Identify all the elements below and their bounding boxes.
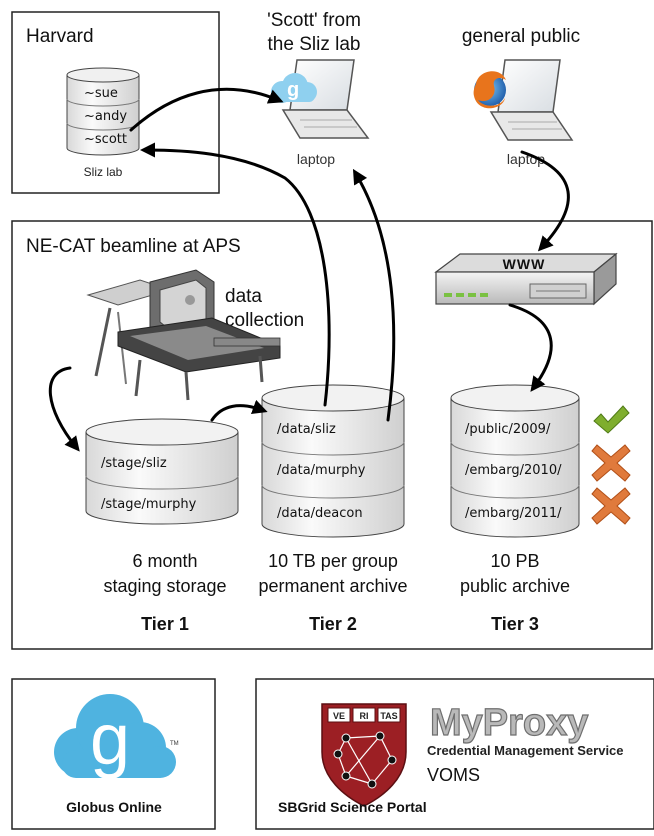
tier3-entry-public-2009: /public/2009/ [465,422,551,437]
arrow-public-laptop-to-www [520,150,570,252]
tier1-label: Tier 1 [141,614,189,634]
tier2-entry-murphy: /data/murphy [277,463,366,478]
sbgrid-portal-label: SBGrid Science Portal [278,799,427,815]
beamline-title: NE-CAT beamline at APS [26,236,241,257]
public-title: general public [462,26,580,47]
www-server [434,252,618,306]
arrow-tier1-to-tier2 [210,399,268,422]
public-laptop-label: laptop [507,151,545,167]
sliz-entry-andy: ~andy [84,109,127,124]
sliz-lab-label: Sliz lab [84,165,123,179]
cross-icon [591,487,631,525]
status-icon-public-2009 [593,405,630,434]
arrow-www-to-tier3 [508,303,553,392]
data-collection-line1: data [225,286,262,307]
sliz-lab-disk: ~sue ~andy ~scott [66,67,140,156]
check-icon [593,405,630,434]
tier1-desc-line2: staging storage [103,576,226,596]
tier3-desc-line1: 10 PB [490,551,539,571]
tier2-desc-line2: permanent archive [258,576,407,596]
shield-word-ri: RI [360,711,369,721]
data-collection-line2: collection [225,310,304,331]
tier2-entry-deacon: /data/deacon [277,506,363,521]
tier1-entry-murphy: /stage/murphy [101,497,197,512]
tier2-desc-line1: 10 TB per group [268,551,398,571]
status-icon-embarg-2011 [591,487,631,525]
small-g-logo: g [287,79,299,101]
shield-word-ve: VE [333,711,345,721]
cross-icon [591,444,631,482]
sliz-entry-scott: ~scott [84,132,127,147]
arrow-instrument-to-tier1 [48,366,80,452]
tier3-entry-embarg-2010: /embarg/2010/ [465,463,562,478]
globus-logo: g TM [54,694,179,780]
harvard-shield: VE RI TAS [321,703,407,807]
voms-label: VOMS [427,765,480,785]
tier1-desc-line1: 6 month [132,551,197,571]
tier3-label: Tier 3 [491,614,539,634]
firefox-icon [473,71,506,109]
shield-word-tas: TAS [380,711,397,721]
tier3-desc-line2: public archive [460,576,570,596]
harvard-title: Harvard [26,26,94,47]
tier1-disk: /stage/sliz /stage/murphy [85,418,239,525]
tier2-label: Tier 2 [309,614,357,634]
arrow-tier2-to-laptop [352,168,396,422]
globus-online-label: Globus Online [66,799,162,815]
tier3-disk: /public/2009/ /embarg/2010/ /embarg/2011… [450,384,580,538]
status-icon-embarg-2010 [591,444,631,482]
sliz-entry-sue: ~sue [84,86,118,101]
tier2-entry-sliz: /data/sliz [277,422,336,437]
arrow-scott-to-laptop [129,87,284,132]
scott-laptop-label: laptop [297,151,335,167]
arrow-tier2-to-sliz-lab [140,142,331,407]
myproxy-logo: MyProxy [430,702,588,744]
tier1-entry-sliz: /stage/sliz [101,456,167,471]
scott-title-line1: 'Scott' from [267,10,361,31]
credential-management-label: Credential Management Service [427,743,624,758]
www-label: WWW [503,256,546,272]
scott-title-line2: the Sliz lab [268,34,361,55]
tier3-entry-embarg-2011: /embarg/2011/ [465,506,562,521]
tier2-disk: /data/sliz /data/murphy /data/deacon [261,384,405,538]
globus-g-letter: g [90,700,130,780]
beamline-instrument [86,269,281,401]
globus-tm: TM [170,741,179,747]
public-laptop-icon [489,59,574,141]
